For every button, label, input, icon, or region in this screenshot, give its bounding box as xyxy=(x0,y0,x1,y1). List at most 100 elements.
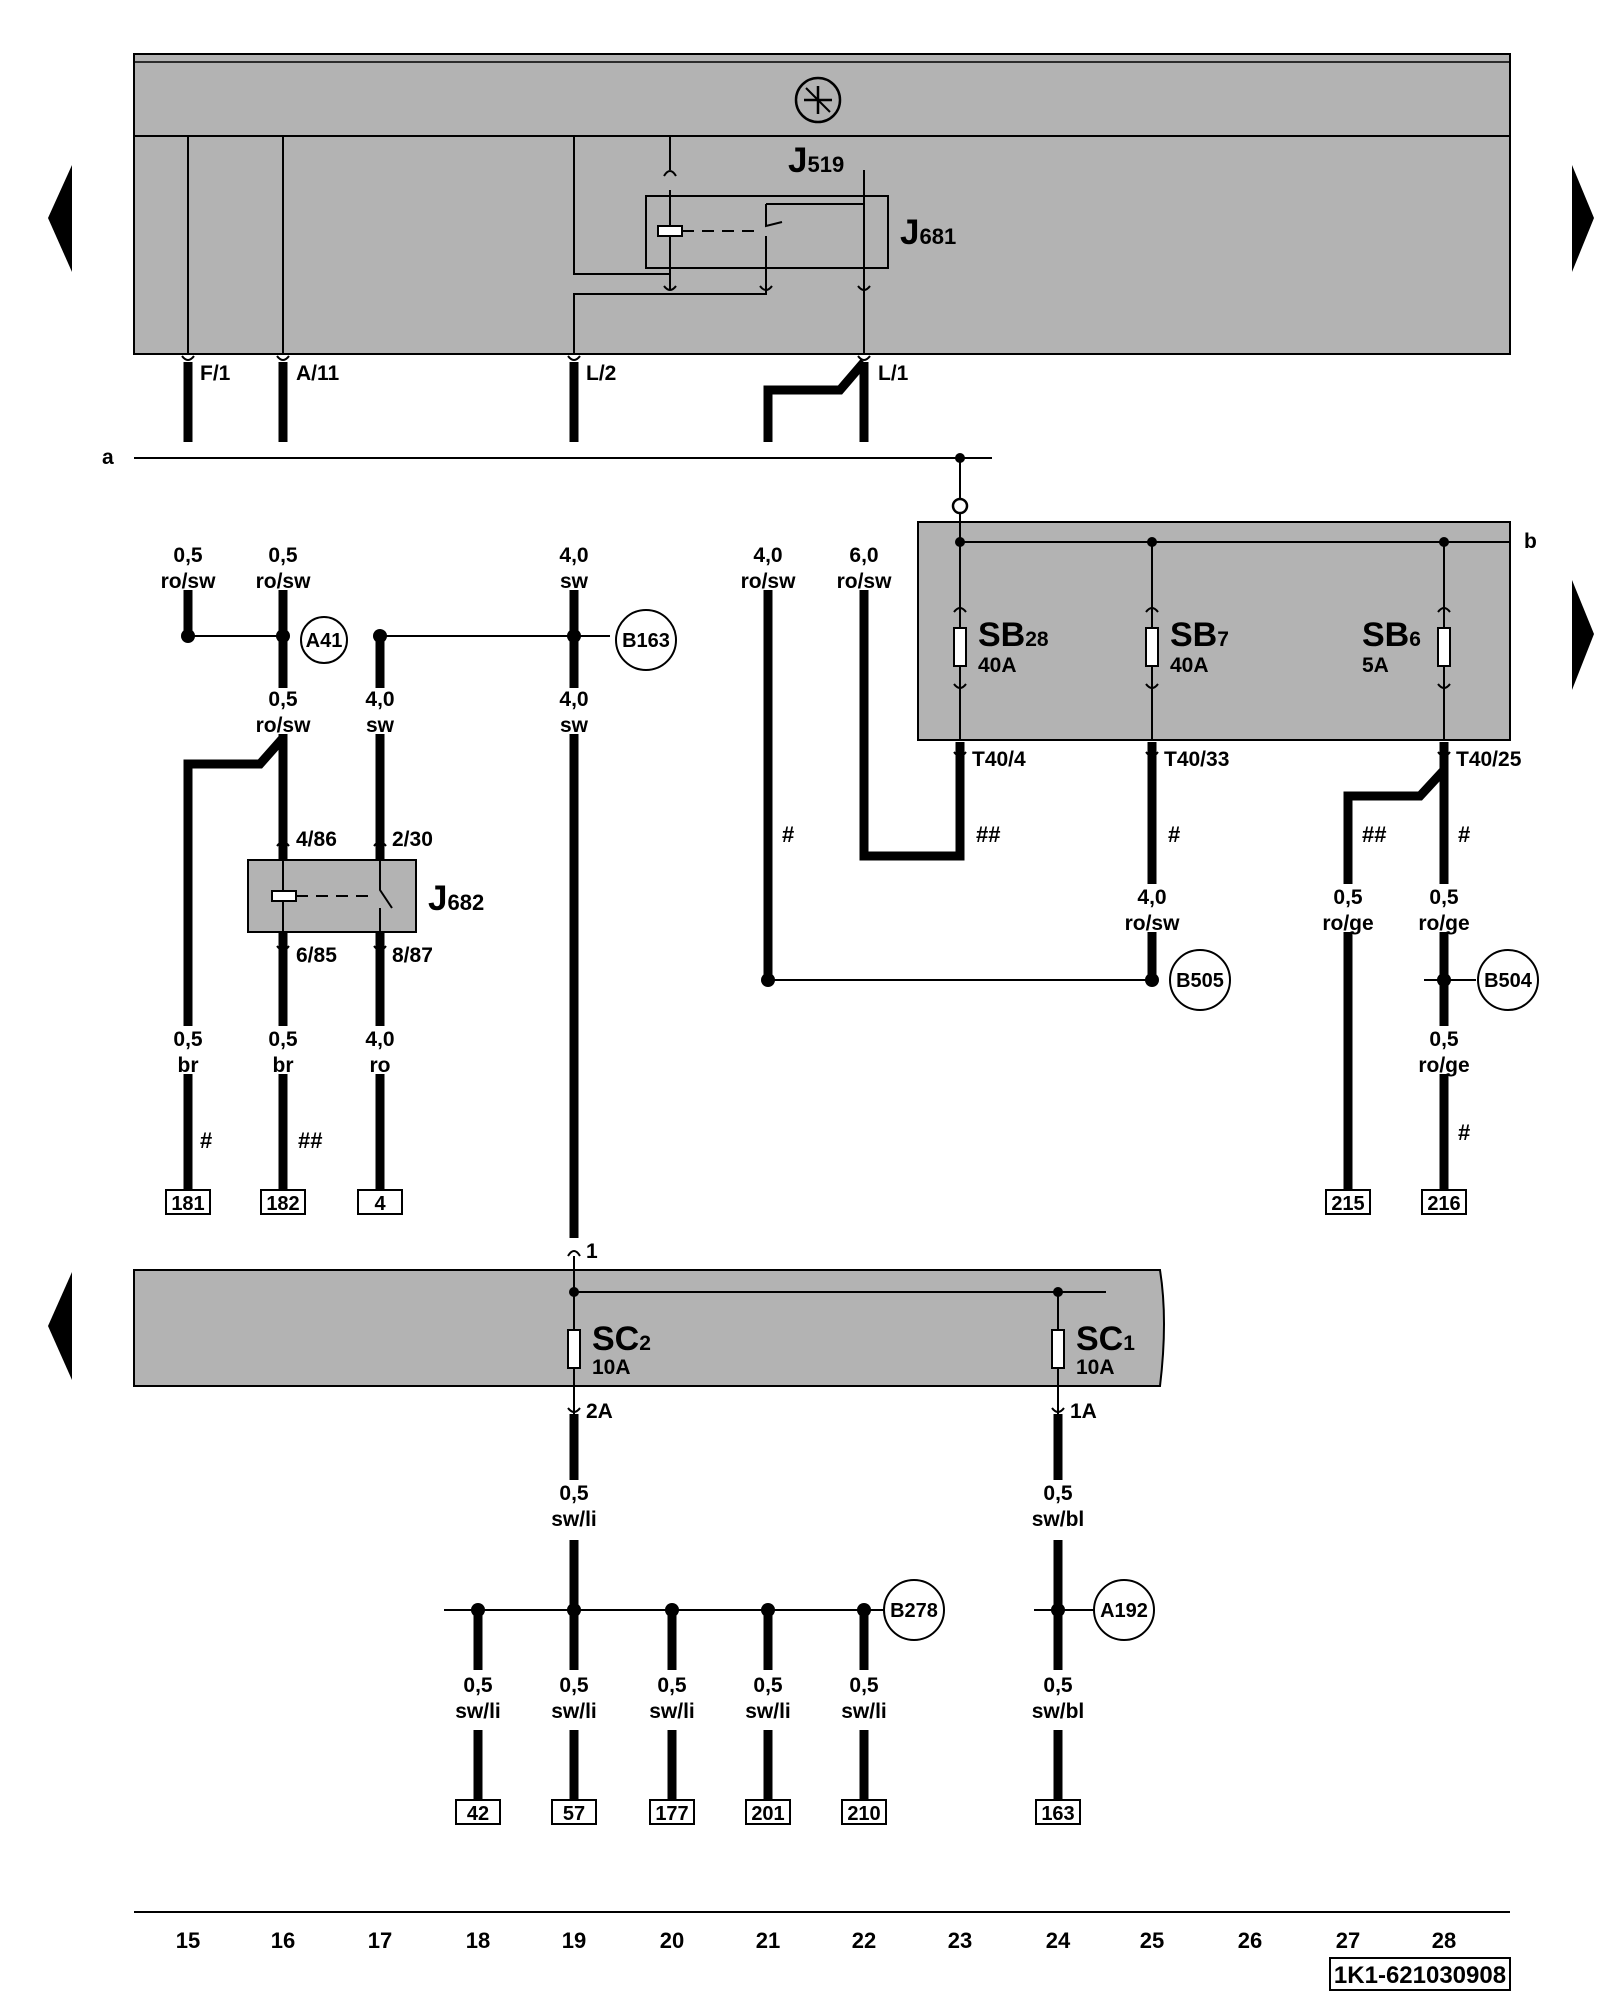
svg-text:27: 27 xyxy=(1336,1928,1360,1953)
svg-text:sw/li: sw/li xyxy=(455,1700,501,1723)
pin-t40-4: T40/4 xyxy=(972,748,1026,771)
svg-text:19: 19 xyxy=(562,1928,586,1953)
svg-text:4: 4 xyxy=(374,1193,386,1215)
svg-text:210: 210 xyxy=(847,1803,880,1825)
fuse-sb6-rating: 5A xyxy=(1362,654,1389,677)
terminal-42[interactable]: 42 xyxy=(455,1799,501,1825)
svg-text:0,5: 0,5 xyxy=(1429,1028,1459,1051)
mark-col21: # xyxy=(782,822,794,847)
pin-1: 1 xyxy=(586,1240,598,1263)
pin-1a: 1A xyxy=(1070,1400,1097,1423)
svg-text:B278: B278 xyxy=(890,1600,938,1622)
svg-text:ro/sw: ro/sw xyxy=(161,570,217,593)
pin-f1: F/1 xyxy=(200,362,231,385)
svg-text:ro/sw: ro/sw xyxy=(256,714,312,737)
terminal-215[interactable]: 215 xyxy=(1325,1189,1371,1215)
svg-text:17: 17 xyxy=(368,1928,392,1953)
wire-label-24d: 0,5 sw/bl xyxy=(1032,1674,1085,1723)
pin-8-87: 8/87 xyxy=(392,944,433,967)
terminal-163[interactable]: 163 xyxy=(1035,1799,1081,1825)
wire-label-25: 4,0 ro/sw xyxy=(1125,886,1181,935)
svg-text:sw: sw xyxy=(560,570,589,593)
svg-text:0,5: 0,5 xyxy=(559,1482,589,1505)
mark-col25: # xyxy=(1168,822,1180,847)
fuse-sb6-name: SB6 xyxy=(1362,616,1421,654)
svg-text:ro/sw: ro/sw xyxy=(1125,912,1181,935)
svg-text:216: 216 xyxy=(1427,1193,1460,1215)
mark-15: # xyxy=(200,1128,212,1153)
svg-text:sw/li: sw/li xyxy=(745,1700,791,1723)
mark-16: ## xyxy=(298,1128,322,1153)
svg-text:ro/ge: ro/ge xyxy=(1322,912,1373,935)
svg-text:201: 201 xyxy=(751,1803,784,1825)
connector-a41: A41 xyxy=(300,616,348,664)
wire-label-24c: 0,5 sw/bl xyxy=(1032,1482,1085,1531)
wire-label-22d: 0,5 sw/li xyxy=(841,1674,887,1723)
line-b-label: b xyxy=(1524,530,1537,553)
wire-label-19c: 0,5 sw/li xyxy=(551,1482,597,1531)
next-section-arrow-icon[interactable] xyxy=(1572,580,1594,690)
terminal-210[interactable]: 210 xyxy=(841,1799,887,1825)
svg-text:177: 177 xyxy=(655,1803,688,1825)
svg-text:0,5: 0,5 xyxy=(657,1674,687,1697)
svg-text:1K1-621030908: 1K1-621030908 xyxy=(1334,1962,1506,1989)
line-a-label: a xyxy=(102,446,114,469)
svg-text:ro/ge: ro/ge xyxy=(1418,912,1469,935)
pin-2a: 2A xyxy=(586,1400,613,1423)
control-unit-j519: J519 J681 xyxy=(133,53,1511,355)
next-page-arrow-icon[interactable] xyxy=(1572,165,1594,272)
svg-text:0,5: 0,5 xyxy=(268,1028,298,1051)
svg-text:215: 215 xyxy=(1331,1193,1364,1215)
svg-text:0,5: 0,5 xyxy=(1333,886,1363,909)
svg-text:sw: sw xyxy=(560,714,589,737)
pin-t40-33: T40/33 xyxy=(1164,748,1229,771)
svg-text:sw/bl: sw/bl xyxy=(1032,1700,1085,1723)
terminal-201[interactable]: 201 xyxy=(745,1799,791,1825)
wire-label-a11: 0,5 ro/sw xyxy=(256,544,312,593)
svg-text:ro/sw: ro/sw xyxy=(837,570,893,593)
terminal-182[interactable]: 182 xyxy=(260,1189,306,1215)
terminal-57[interactable]: 57 xyxy=(551,1799,597,1825)
fuse-sc1-rating: 10A xyxy=(1076,1356,1115,1379)
svg-text:4,0: 4,0 xyxy=(753,544,782,567)
svg-text:br: br xyxy=(273,1054,294,1077)
connector-b278: B278 xyxy=(883,1579,945,1641)
relay-j681 xyxy=(645,190,889,290)
fuse-sb28-rating: 40A xyxy=(978,654,1017,677)
svg-text:6,0: 6,0 xyxy=(849,544,878,567)
wire-label-l2: 4,0 sw xyxy=(559,544,588,593)
svg-text:163: 163 xyxy=(1041,1803,1074,1825)
svg-text:16: 16 xyxy=(271,1928,295,1953)
svg-text:23: 23 xyxy=(948,1928,972,1953)
label-j682: J682 xyxy=(428,879,484,918)
terminal-4[interactable]: 4 xyxy=(357,1189,403,1215)
svg-text:0,5: 0,5 xyxy=(849,1674,879,1697)
terminal-181[interactable]: 181 xyxy=(165,1189,211,1215)
svg-text:sw/li: sw/li xyxy=(841,1700,887,1723)
svg-text:181: 181 xyxy=(171,1193,204,1215)
prev-page-arrow-icon[interactable] xyxy=(48,165,72,272)
fuse-sb28-name: SB28 xyxy=(978,616,1049,654)
terminal-177[interactable]: 177 xyxy=(649,1799,695,1825)
prev-section-arrow-icon[interactable] xyxy=(48,1272,72,1380)
mark-col22: ## xyxy=(976,822,1000,847)
wire-label-21d: 0,5 sw/li xyxy=(745,1674,791,1723)
connector-b163: B163 xyxy=(615,609,677,671)
ground-symbol-icon xyxy=(794,76,842,124)
connector-b505: B505 xyxy=(1169,949,1231,1011)
svg-text:B504: B504 xyxy=(1484,970,1533,992)
fuse-sc2-name: SC2 xyxy=(592,1320,651,1358)
wire-label-l1b: 6,0 ro/sw xyxy=(837,544,893,593)
svg-text:ro: ro xyxy=(370,1054,391,1077)
terminal-216[interactable]: 216 xyxy=(1421,1189,1467,1215)
svg-text:0,5: 0,5 xyxy=(559,1674,589,1697)
wire-label-28a: 0,5 ro/ge xyxy=(1418,886,1469,935)
wire-label-16b: 0,5 ro/sw xyxy=(256,688,312,737)
svg-text:20: 20 xyxy=(660,1928,684,1953)
connector-b504: B504 xyxy=(1477,949,1539,1011)
fuse-box-sb: b xyxy=(917,514,1537,741)
svg-text:ro/sw: ro/sw xyxy=(741,570,797,593)
pin-t40-25: T40/25 xyxy=(1456,748,1522,771)
svg-text:0,5: 0,5 xyxy=(1429,886,1459,909)
